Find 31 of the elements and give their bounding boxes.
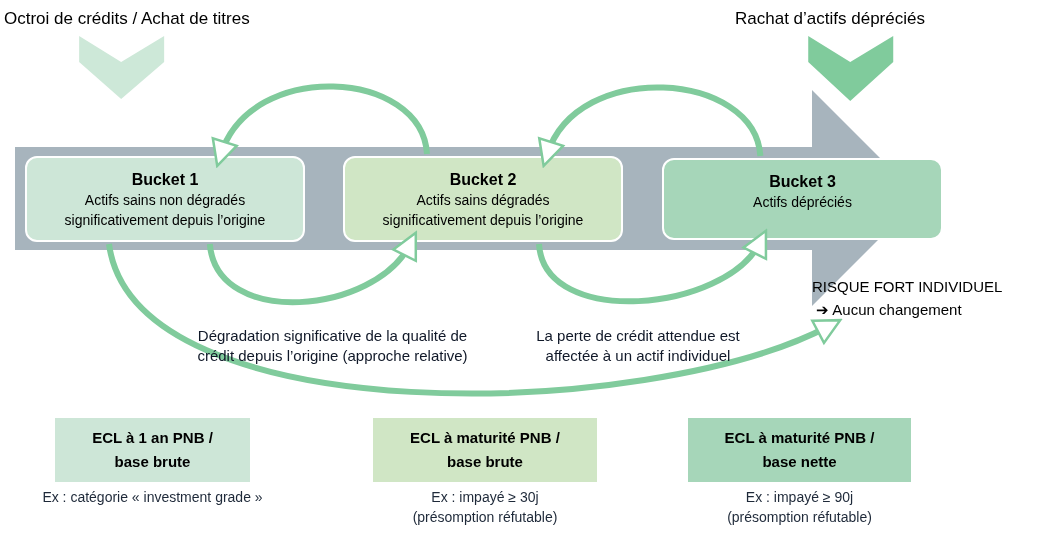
curved-arrow [106,242,842,397]
ecl-box [688,418,911,482]
transition-note: Dégradation significative de la qualité de crédit depuis l’origine (approche relative) [196,326,469,366]
ecl-text: ECL à maturité PNB / base brute [410,428,560,472]
curved-arrow [536,230,769,305]
risk-note: ➔ Aucun changement [815,299,963,320]
entry-label: Octroi de crédits / Achat de titres [4,6,250,32]
bucket-box [343,156,623,242]
example-note: Ex : catégorie « investment grade » [41,488,264,507]
ecl-text: ECL à maturité PNB / base nette [724,428,875,472]
bucket-box [25,156,305,242]
transition-note: La perte de crédit attendue est affectée à un actif individuel [535,326,741,366]
example-note: Ex : impayé ≥ 90j (présomption réfutable) [726,488,873,527]
chevron-arrow [79,36,165,99]
curved-arrow [213,83,430,167]
entry-label: Rachat d’actifs dépréciés [735,6,925,32]
bucket-title: Bucket 2 [449,170,517,190]
example-note: Ex : impayé ≥ 30j (présomption réfutable) [411,488,559,527]
bucket-description: Actifs sains dégradés significativement depuis l’origine [381,191,585,230]
bucket-title: Bucket 3 [769,172,836,192]
curved-arrow [206,232,419,306]
ecl-box [373,418,597,482]
bucket-description: Actifs dépréciés [752,193,853,212]
bucket-title: Bucket 1 [131,170,199,190]
chevron-arrow [808,36,894,101]
ecl-text: ECL à 1 an PNB / base brute [91,428,214,472]
risk-heading: RISQUE FORT INDIVIDUEL [812,277,1004,297]
bucket-description: Actifs sains non dégradés significativement depuis l’origine [63,191,267,230]
ecl-box [55,418,250,482]
curved-arrow [540,84,764,167]
bucket-box [662,158,943,240]
